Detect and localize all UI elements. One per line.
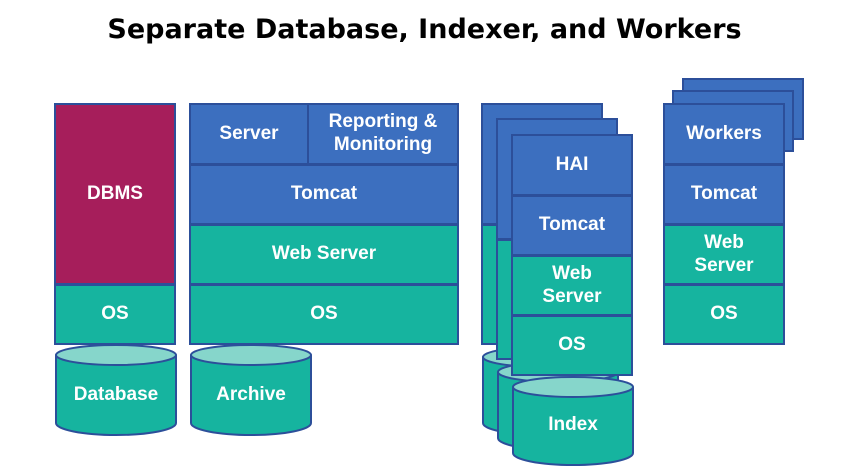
workers-web-server-layer: Web Server	[663, 224, 785, 285]
server-layer: Server	[189, 103, 309, 165]
dbms-label: DBMS	[87, 182, 143, 204]
main-web-server-layer: Web Server	[189, 224, 459, 285]
workers-os-label: OS	[710, 303, 738, 325]
indexer-os-label: OS	[558, 334, 586, 356]
hai-label: HAI	[555, 153, 589, 175]
database-storage-label: Database	[73, 384, 159, 405]
main-tomcat-label: Tomcat	[290, 183, 358, 205]
main-os-label: OS	[310, 303, 338, 325]
main-web-server-label: Web Server	[271, 243, 377, 265]
hai-layer: HAI	[511, 134, 633, 196]
database-os-label: OS	[101, 303, 129, 325]
workers-tomcat-layer: Tomcat	[663, 164, 785, 225]
indexer-tomcat-label: Tomcat	[538, 214, 606, 236]
reporting-monitoring-layer: Reporting & Monitoring	[307, 103, 459, 165]
index-cylinder	[512, 376, 634, 466]
archive-storage-label: Archive	[216, 384, 286, 405]
indexer-web-server-layer: Web Server	[511, 255, 633, 316]
workers-os-layer: OS	[663, 284, 785, 345]
main-tomcat-layer: Tomcat	[189, 164, 459, 225]
reporting-monitoring-label: Reporting & Monitoring	[328, 111, 438, 155]
workers-layer: Workers	[663, 103, 785, 165]
archive-cylinder	[190, 344, 312, 436]
database-cylinder	[55, 344, 177, 436]
database-os-layer: OS	[54, 284, 176, 345]
indexer-web-server-label: Web Server	[542, 262, 602, 307]
indexer-os-layer: OS	[511, 315, 633, 376]
slide-title: Separate Database, Indexer, and Workers	[107, 14, 742, 45]
index-storage-label: Index	[548, 414, 598, 435]
dbms-layer: DBMS	[54, 103, 176, 285]
server-label: Server	[219, 122, 279, 144]
indexer-tomcat-layer: Tomcat	[511, 195, 633, 256]
workers-web-server-label: Web Server	[694, 231, 754, 276]
workers-label: Workers	[686, 122, 762, 144]
workers-tomcat-label: Tomcat	[690, 183, 758, 205]
main-os-layer: OS	[189, 284, 459, 345]
